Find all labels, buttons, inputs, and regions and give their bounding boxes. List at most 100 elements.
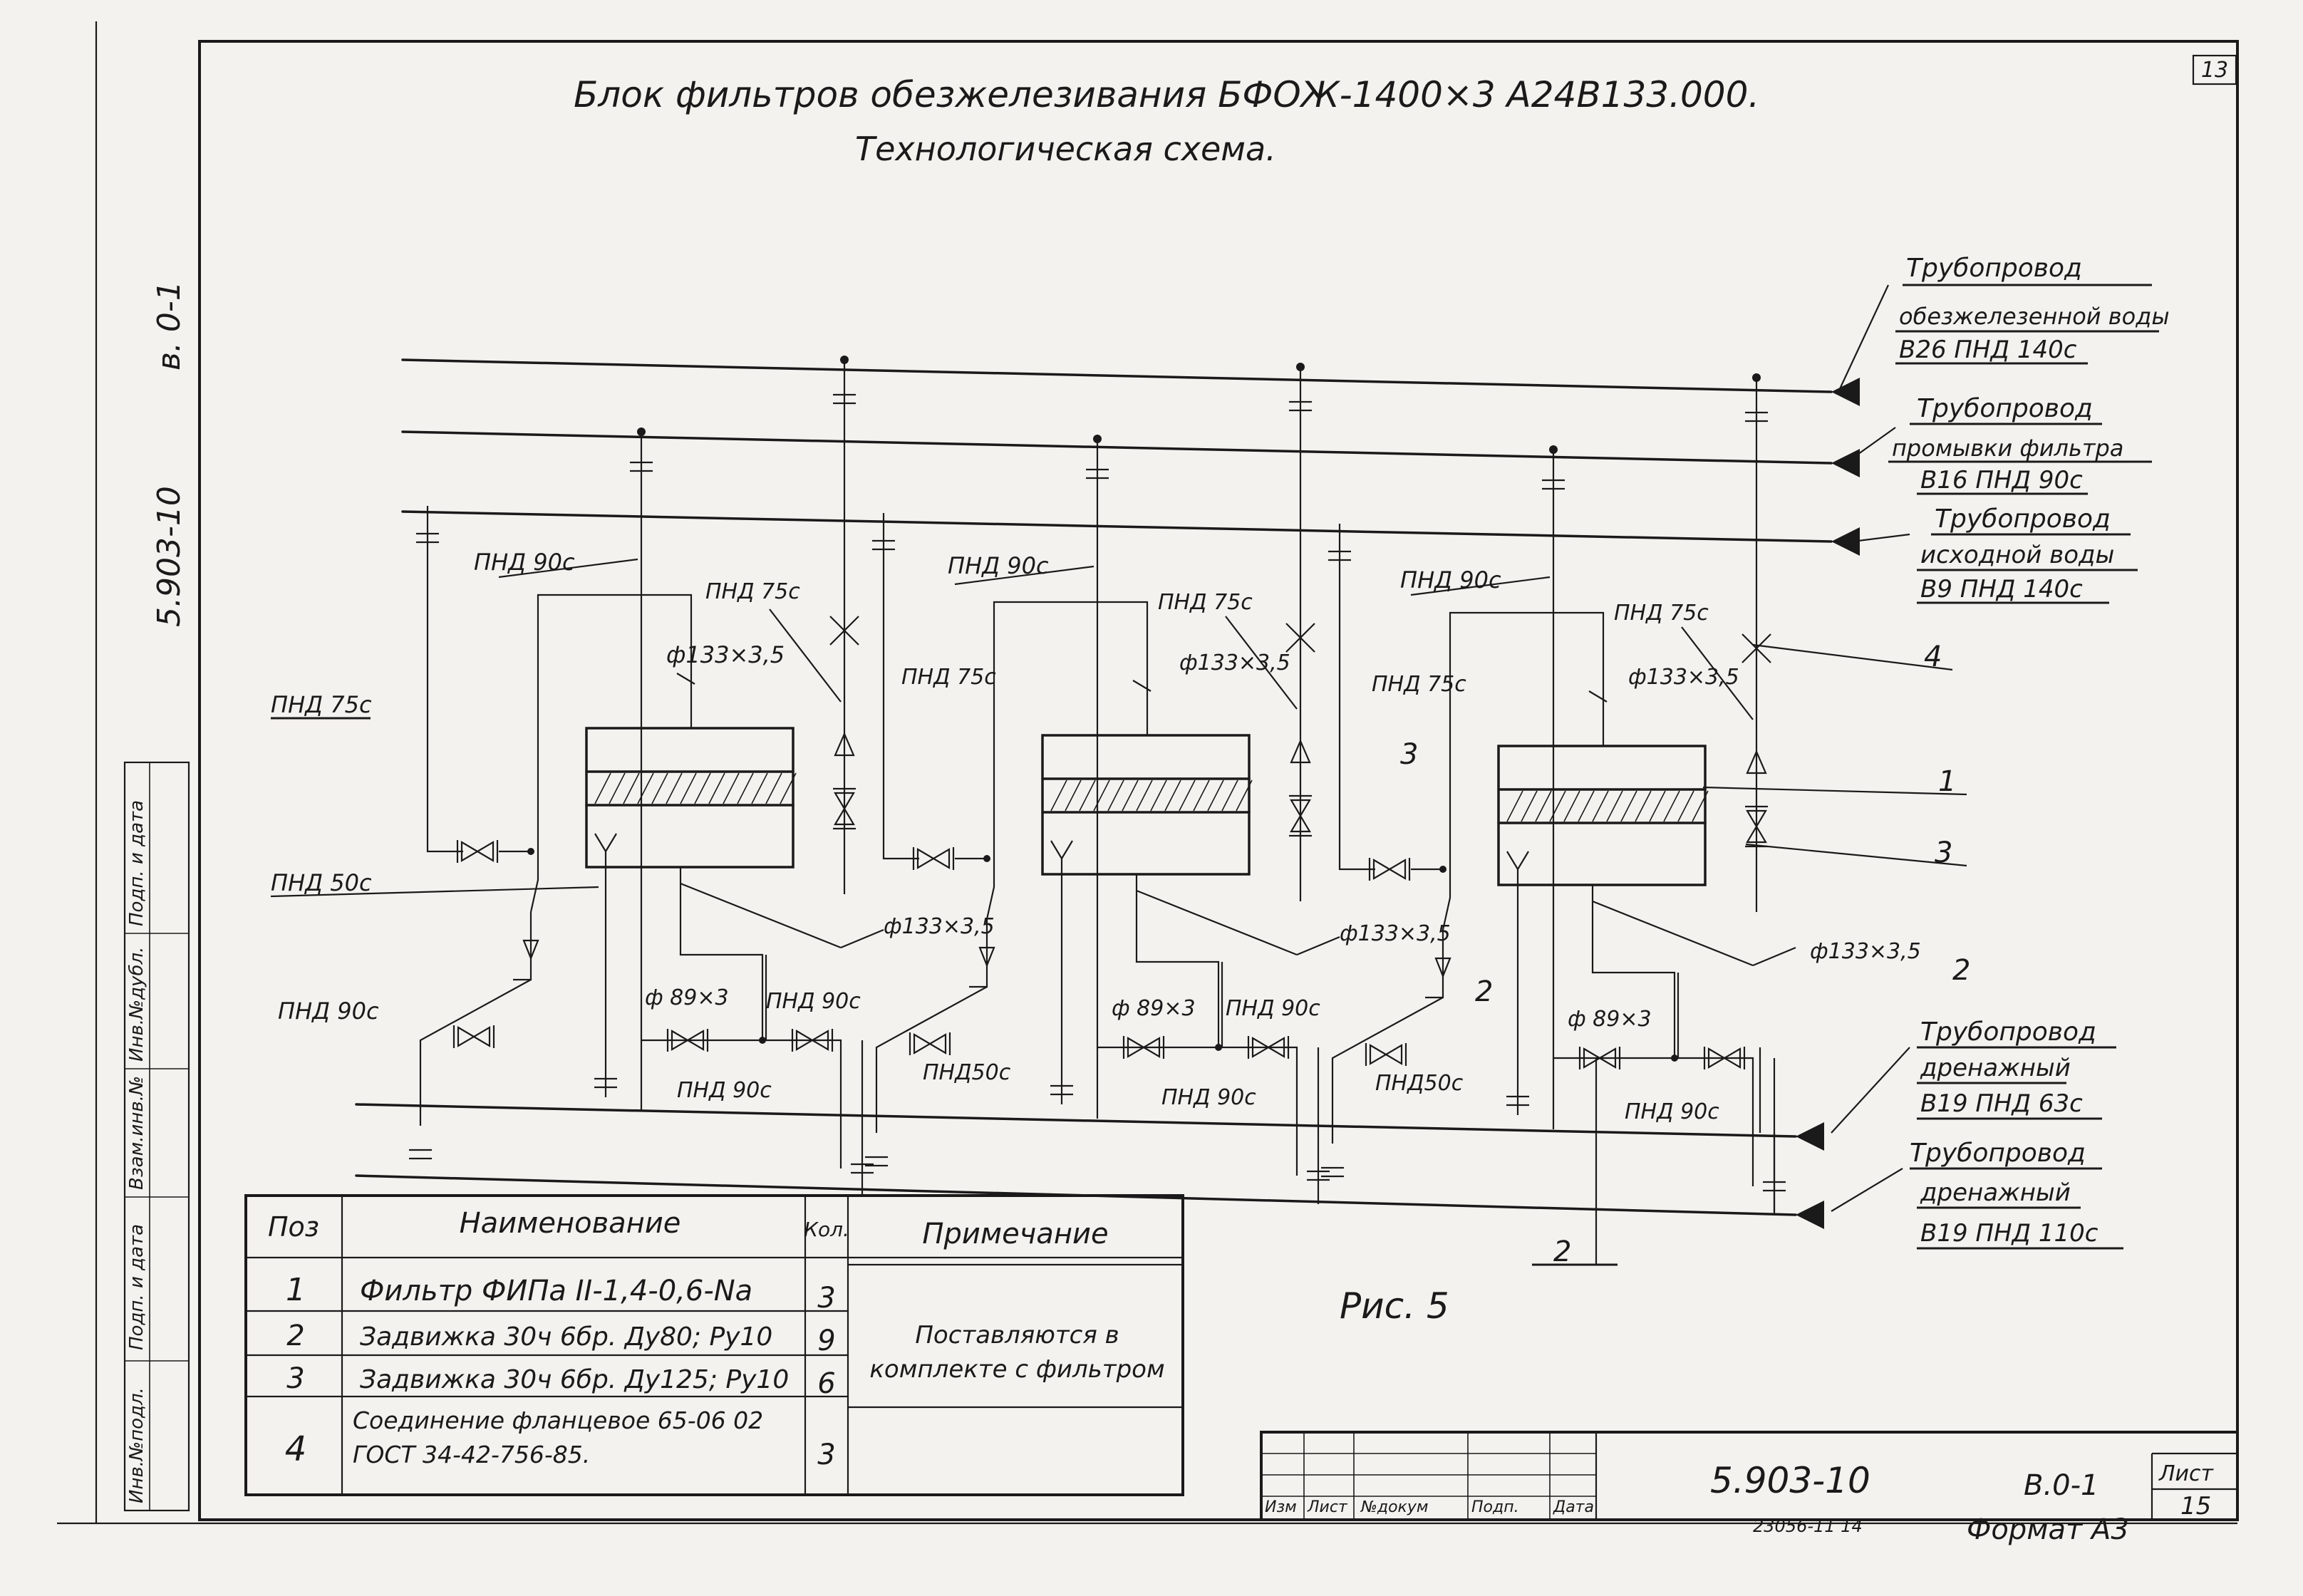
label-pnd90-left: ПНД 90с [278,998,379,1025]
label-phi89-3: ф 89×3 [1568,1007,1652,1032]
tb-format: Формат А3 [1967,1513,2129,1546]
label-pnd90-6: ПНД 90с [1161,1085,1256,1110]
spec-table: Поз Наименование Кол. Примечание 1 Фильт… [244,1194,1184,1496]
pipe-b19b-line3: В19 ПНД 110с [1920,1219,2098,1248]
label-pnd90-2: ПНД 90с [766,989,861,1014]
pipe-b26 [401,358,1833,393]
sheet-frame [198,40,2239,1521]
tb-col-list: Лист [1307,1498,1348,1516]
label-pnd90-7: ПНД 90с [1400,566,1501,594]
label-phi133-4: ф133×3,5 [1340,921,1451,946]
label-pnd75-2: ПНД 75с [901,665,996,690]
pipe-b19a-line1: Трубопровод [1920,1017,2096,1047]
stamp-field-replace: Взам.инв.№ [126,1076,148,1190]
sheet-corner-number: 13 [2201,58,2228,83]
diagram-labels: ПНД 75с ПНД 90с ПНД 75с ф133×3,5 ПНД 50с… [270,549,1970,1327]
pos-callout-3b: 3 [1400,738,1418,771]
spec-row4-name: Соединение фланцевое 65-06 02 ГОСТ 34-42… [353,1406,764,1468]
stamp-code: 5.903-10 [151,486,187,627]
label-pnd90-1: ПНД 90с [474,549,575,576]
label-phi133-3: ф133×3,5 [1179,651,1290,675]
stamp-field-inv: Инв.№подл. [126,1387,148,1503]
spec-head-pos: Поз [268,1211,319,1243]
figure-caption: Рис. 5 [1340,1285,1449,1327]
pipe-b19-63 [355,1103,1797,1138]
pipe-b19a-line3: В19 ПНД 63с [1920,1089,2083,1118]
label-pnd75-4: ПНД 75с [1372,672,1466,697]
title-block: Изм Лист №докум Подп. Дата 5.903-10 В.0-… [1260,1431,2239,1546]
tb-col-sign: Подп. [1471,1498,1519,1516]
spec-head-qty: Кол. [804,1218,849,1241]
label-phi133-5: ф133×3,5 [1628,665,1739,690]
label-pnd50-3: ПНД50с [1375,1071,1464,1096]
pipe-b16-line3: В16 ПНД 90с [1920,466,2083,494]
label-phi89-1: ф 89×3 [645,985,729,1010]
spec-row3-qty: 6 [817,1367,835,1400]
pipe-b19b-line2: дренажный [1920,1178,2071,1207]
pipe-b16-line1: Трубопровод [1917,394,2093,423]
pipe-b26-line1: Трубопровод [1906,254,2082,283]
pipe-b16-line2: промывки фильтра [1892,435,2123,462]
label-pnd90-8: ПНД 90с [1625,1099,1719,1124]
drawing-title: Блок фильтров обезжелезивания БФОЖ-1400×… [574,74,1759,115]
label-pnd90-3: ПНД 90с [677,1078,772,1103]
label-phi133-6: ф133×3,5 [1810,939,1921,964]
tb-col-date: Дата [1553,1498,1594,1516]
pipe-b9-line1: Трубопровод [1935,504,2111,534]
spec-row1-pos: 1 [286,1272,306,1308]
filter-vessel [585,727,795,869]
stamp-field-sign1: Подп. и дата [126,1224,148,1350]
spec-head-name: Наименование [460,1207,681,1240]
label-pnd75-5: ПНД 75с [1614,601,1709,626]
label-phi133-1: ф133×3,5 [666,641,785,668]
pipe-b26-line3: В26 ПНД 140с [1899,336,2077,364]
spec-row1-qty: 3 [817,1282,835,1315]
tb-sheet-label: Лист [2158,1461,2215,1486]
spec-row2-name: Задвижка 30ч 6бр. Ду80; Ру10 [360,1322,772,1352]
tb-volume: В.0-1 [2024,1469,2099,1502]
spec-row1-name: Фильтр ФИПа II-1,4-0,6-Na [360,1275,752,1307]
spec-row4-qty: 3 [817,1439,835,1471]
pipe-b9-line3: В9 ПНД 140с [1920,575,2083,603]
pipe-b16 [401,430,1833,465]
filter-units [409,356,1796,1215]
label-pnd90-4: ПНД 90с [948,552,1049,579]
label-pnd75-3: ПНД 75с [1158,590,1253,615]
pos-callout-2b: 2 [1475,975,1493,1008]
label-phi89-2: ф 89×3 [1112,996,1196,1021]
pipe-b19b-line1: Трубопровод [1910,1139,2086,1168]
tb-col-doc: №докум [1360,1498,1428,1516]
pos-callout-2a: 2 [1952,954,1970,987]
pipe-b26-line2: обезжелезенной воды [1899,303,2170,330]
label-pnd75-1: ПНД 75с [705,579,800,604]
tb-doc-code: 5.903-10 [1710,1460,1870,1501]
side-stamp: Инв.№подл. Подп. и дата Взам.инв.№ Инв.№… [123,281,190,1512]
stamp-volume: в. 0-1 [151,281,187,370]
pipe-b19a-line2: дренажный [1920,1054,2071,1082]
stamp-field-dup: Инв.№дубл. [126,947,148,1062]
label-pnd90-5: ПНД 90с [1226,996,1320,1021]
pipe-b9 [401,510,1833,543]
spec-row2-pos: 2 [286,1320,304,1352]
label-phi133-2: ф133×3,5 [884,914,995,939]
label-pnd75-left: ПНД 75с [271,691,372,718]
tb-archive: 23056-11 14 [1753,1516,1863,1536]
spec-row4-pos: 4 [285,1429,307,1469]
drawing-subtitle: Технологическая схема. [855,130,1276,168]
spec-row2-note: Поставляются в комплекте с фильтром [869,1321,1165,1384]
spec-head-note: Примечание [922,1218,1108,1250]
filter-unit-2 [865,363,1340,1204]
pipeline-labels: Трубопровод обезжелезенной воды В26 ПНД … [1831,254,2170,1250]
spec-row3-name: Задвижка 30ч 6бр. Ду125; Ру10 [360,1365,789,1394]
label-pnd50-2: ПНД50с [923,1060,1011,1085]
pos-callout-2c: 2 [1553,1235,1571,1268]
filter-unit-1 [409,356,884,1197]
spec-row2-qty: 9 [817,1325,835,1357]
tb-sheet-number: 15 [2180,1492,2211,1520]
spec-row3-pos: 3 [286,1362,304,1395]
header-pipes [355,358,1860,1229]
pos-callout-1: 1 [1938,765,1956,798]
label-pnd50-left: ПНД 50с [271,869,372,896]
stamp-field-sign2: Подп. и дата [126,800,148,926]
